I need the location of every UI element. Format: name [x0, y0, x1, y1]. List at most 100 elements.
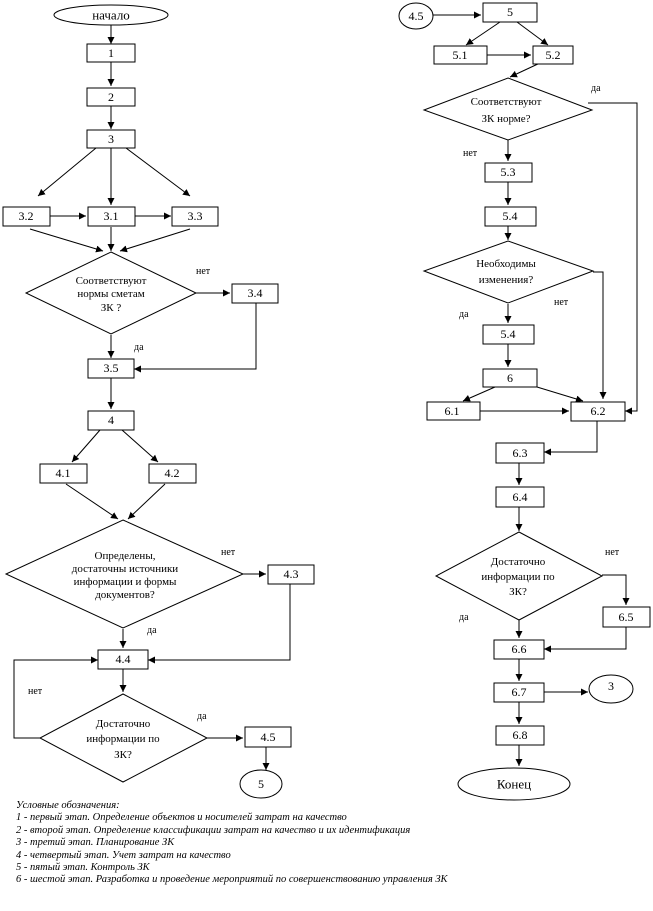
box-3-label: 3 — [108, 132, 114, 146]
box-4.4 — [97, 649, 149, 670]
legend-title: Условные обозначения: — [16, 800, 120, 811]
box-1-label: 1 — [108, 46, 114, 60]
box-3.1 — [87, 206, 136, 227]
legend-item: 4 - четвертый этап. Учет затрат на качес… — [16, 849, 231, 861]
d5-no-label: нет — [554, 297, 569, 308]
box-4.1-label: 4.1 — [56, 466, 71, 480]
box-6-label: 6 — [507, 371, 513, 385]
box-4-label: 4 — [108, 413, 114, 427]
box-6.8-label: 6.8 — [513, 728, 528, 742]
start-terminal — [53, 4, 169, 26]
d2-yes-label: да — [147, 625, 157, 636]
connector-4.5-label: 4.5 — [409, 9, 424, 23]
box-3.5 — [87, 358, 135, 379]
d4-yes-label: да — [591, 83, 601, 94]
decision-3 — [38, 693, 209, 783]
connector-4.5 — [398, 2, 434, 30]
connector-5 — [239, 769, 283, 799]
decision-4-line-2: ЗК норме? — [481, 113, 530, 125]
box-3.4-label: 3.4 — [248, 286, 263, 300]
edge-d4-6.2 — [588, 102, 638, 415]
box-5.2-label: 5.2 — [546, 48, 561, 62]
end-label: Конец — [497, 777, 531, 792]
edge-d5-6.2 — [593, 271, 607, 399]
connector-3-label: 3 — [608, 679, 614, 693]
box-6.3 — [495, 442, 545, 464]
edge-6-6.1 — [462, 386, 496, 402]
d1-yes-label: да — [134, 342, 144, 353]
decision-5-line-2: изменения? — [479, 274, 534, 286]
edge-3.2-d1 — [29, 228, 104, 253]
legend-item: 3 - третий этап. Планирование ЗК — [16, 837, 175, 849]
box-5 — [482, 2, 538, 23]
edge-5-5.2 — [516, 21, 549, 46]
decision-2-line-1: Определены, — [95, 550, 156, 562]
box-6.5 — [602, 606, 651, 628]
box-6.8 — [495, 725, 545, 746]
box-5.4b-label: 5.4 — [501, 327, 516, 341]
decision-1-line-3: ЗК ? — [101, 302, 122, 314]
box-3.3-label: 3.3 — [188, 209, 203, 223]
edge-4-4.1 — [71, 429, 101, 463]
d1-no-label: нет — [196, 266, 211, 277]
box-4.5-label: 4.5 — [261, 730, 276, 744]
d5-yes-label: да — [459, 309, 469, 320]
edge-3.3-d1 — [119, 228, 191, 253]
decision-6-line-2: информации по — [481, 571, 555, 583]
decision-3-line-1: Достаточно — [96, 718, 151, 730]
box-4.3 — [267, 564, 315, 585]
start-label: начало — [92, 8, 130, 23]
box-6.4-label: 6.4 — [513, 490, 528, 504]
box-6.6-label: 6.6 — [512, 642, 527, 656]
box-5.3 — [484, 162, 533, 183]
box-3.3 — [171, 206, 219, 227]
legend-item: 2 - второй этап. Определение классификац… — [16, 824, 411, 836]
edge-6.5-6.6 — [544, 627, 627, 653]
decision-6-line-1: Достаточно — [491, 556, 546, 568]
decision-2-line-4: документов? — [95, 589, 155, 601]
box-4 — [87, 410, 135, 431]
decision-1-line-2: нормы сметам — [77, 288, 144, 300]
box-6.5-label: 6.5 — [619, 610, 634, 624]
box-2 — [86, 87, 136, 107]
box-6.6 — [493, 639, 545, 660]
box-6 — [482, 368, 538, 388]
decision-2-line-3: информации и формы — [74, 576, 177, 588]
box-4.5 — [244, 726, 292, 748]
decision-4 — [422, 77, 594, 141]
edge-3-3.2 — [37, 147, 97, 197]
edge-3.4-3.5 — [134, 303, 257, 373]
decision-1-line-1: Соответствуют — [76, 275, 147, 287]
edge-d6-6.5 — [602, 574, 630, 605]
legend-item: 1 - первый этап. Определение объектов и … — [16, 812, 347, 824]
box-3 — [86, 129, 136, 149]
box-5.3-label: 5.3 — [501, 165, 516, 179]
box-6.2-label: 6.2 — [591, 404, 606, 418]
edge-d3-4.4 — [13, 656, 98, 739]
decision-4-line-1: Соответствуют — [471, 96, 542, 108]
decision-5-line-1: Необходимы — [476, 258, 536, 270]
edge-5.2-d4 — [509, 62, 541, 78]
box-6.1-label: 6.1 — [445, 404, 460, 418]
box-3.2-label: 3.2 — [19, 209, 34, 223]
box-5.4a-label: 5.4 — [503, 209, 518, 223]
end-terminal — [457, 767, 571, 801]
box-4.4-label: 4.4 — [116, 652, 131, 666]
box-6.3-label: 6.3 — [513, 446, 528, 460]
edge-6-6.2 — [536, 386, 584, 403]
edge-3-3.3 — [125, 147, 191, 197]
box-3.2 — [2, 206, 51, 227]
decision-2 — [4, 519, 245, 629]
decision-6 — [434, 531, 604, 621]
edge-labels: нет да нет да нет да да нет да нет нет д… — [28, 83, 620, 722]
decision-5 — [422, 240, 595, 304]
edge-4.2-d2 — [127, 483, 166, 520]
legend: Условные обозначения: 1 - первый этап. О… — [16, 800, 646, 887]
box-5.1 — [433, 45, 488, 65]
box-6.7 — [493, 682, 545, 703]
edge-4-4.2 — [121, 429, 159, 463]
box-3.1-label: 3.1 — [104, 209, 119, 223]
node-labels: начало 1 2 3 3.2 3.1 3.3 Соответствуют н… — [19, 5, 634, 792]
box-3.4 — [231, 283, 279, 304]
